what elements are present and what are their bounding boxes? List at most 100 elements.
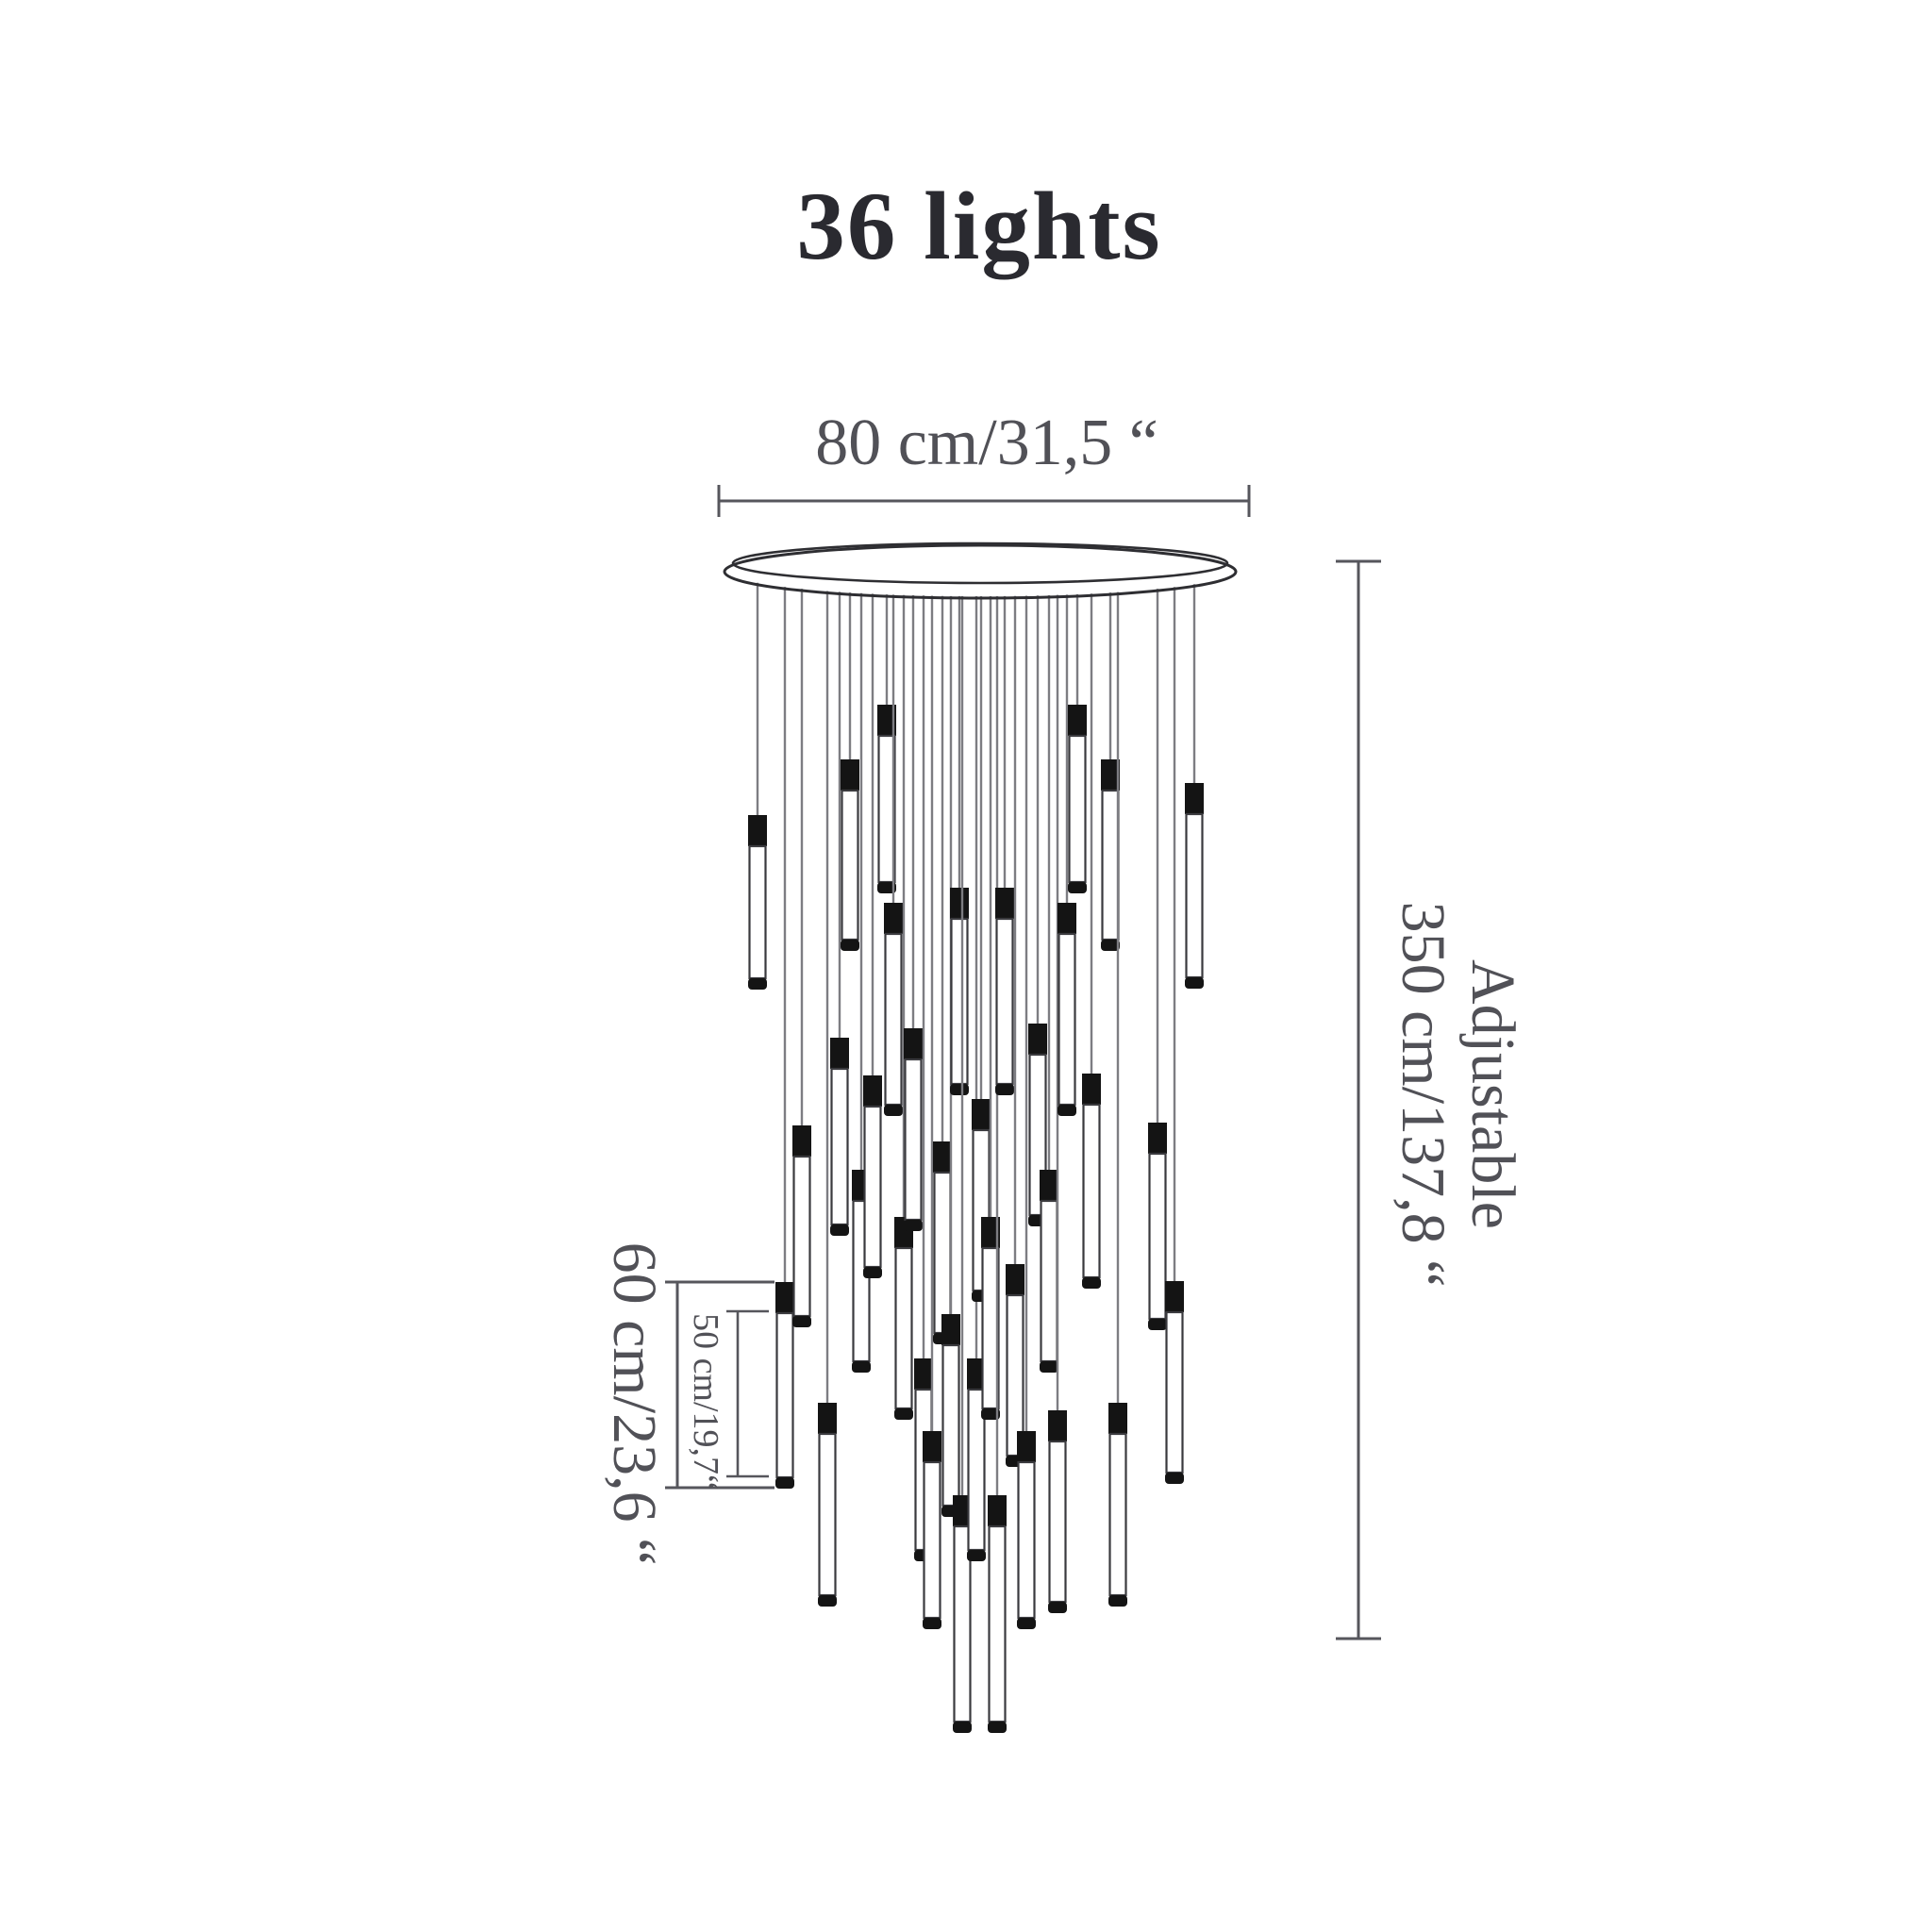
tube-tip-cap [950, 1084, 969, 1095]
tube-socket-cap [1148, 1123, 1167, 1154]
pendant [1040, 594, 1058, 1373]
pendant [953, 595, 972, 1733]
pendant [1017, 595, 1036, 1629]
tube-tip-cap [1040, 1361, 1058, 1373]
tube-socket-cap [981, 1217, 1000, 1248]
tube-socket-cap [967, 1358, 986, 1390]
tube-tip-cap [967, 1550, 986, 1561]
tube-tip-cap [884, 1105, 903, 1116]
pendant [877, 594, 896, 893]
tube-tip-cap [1082, 1277, 1101, 1289]
pendant [1006, 595, 1024, 1467]
pendant [830, 591, 849, 1236]
pendant [775, 587, 794, 1489]
tube-socket-cap [884, 903, 903, 934]
tube-tip-cap [792, 1316, 811, 1327]
tube-tip-cap [894, 1408, 913, 1420]
adjustable-height-label: Adjustable 350 cm/137,8 “ [1388, 902, 1527, 1288]
tube-socket-cap [950, 888, 969, 919]
tube-socket-cap [953, 1495, 972, 1526]
tube-tip-cap [863, 1267, 882, 1278]
tube-tip-cap [981, 1408, 1000, 1420]
tube-socket-cap [841, 759, 859, 791]
tube-tip-cap [1058, 1105, 1076, 1116]
tube-body [792, 1155, 811, 1318]
tube-socket-cap [748, 815, 767, 846]
tube-socket-cap [941, 1314, 960, 1345]
pendant [972, 595, 991, 1302]
pendant [1058, 594, 1076, 1116]
pendant [1101, 592, 1120, 951]
pendant [863, 593, 882, 1278]
pendant [923, 595, 941, 1629]
pendant-length-label: 60 cm/23,6 “ [600, 1241, 669, 1566]
tube-tip-cap [1185, 977, 1204, 989]
tube-tip-cap [953, 1722, 972, 1733]
tube-body [988, 1524, 1007, 1724]
tube-socket-cap [830, 1038, 849, 1069]
tube-socket-cap [1108, 1403, 1127, 1434]
tube-socket-cap [904, 1028, 923, 1059]
tube-body [1101, 789, 1120, 941]
tube-tip-cap [841, 940, 859, 951]
pendant [1028, 595, 1047, 1226]
tube-body [1148, 1152, 1167, 1321]
pendant [1082, 593, 1101, 1289]
tube-socket-cap [1040, 1170, 1058, 1201]
tube-body [1185, 812, 1204, 979]
pendant [995, 595, 1014, 1095]
adjustable-height-line1: Adjustable [1457, 959, 1527, 1229]
tube-body [830, 1067, 849, 1226]
tube-socket-cap [923, 1431, 941, 1462]
pendant [1068, 593, 1087, 893]
tube-body [884, 932, 903, 1107]
tube-body [904, 1058, 923, 1222]
pendant [792, 589, 811, 1327]
tube-tip-cap [852, 1361, 871, 1373]
tube-tip-cap [904, 1220, 923, 1231]
canopy-width-label: 80 cm/31,5 “ [815, 407, 1158, 479]
tube-tip-cap [1108, 1595, 1127, 1607]
tube-socket-cap [1165, 1281, 1184, 1312]
pendant [1048, 594, 1067, 1613]
tube-tip-cap [1048, 1602, 1067, 1613]
tube-tip-cap [1101, 940, 1120, 951]
tube-tip-cap [988, 1722, 1007, 1733]
tube-socket-cap [818, 1403, 837, 1434]
tube-socket-cap [775, 1282, 794, 1313]
tube-socket-cap [1058, 903, 1076, 934]
tube-tip-cap [818, 1595, 837, 1607]
tube-body [775, 1311, 794, 1479]
tube-body [933, 1171, 952, 1335]
pendant [933, 595, 952, 1344]
tube-body [1108, 1432, 1127, 1597]
pendant [1148, 589, 1167, 1330]
pendant [894, 594, 913, 1420]
pendant [884, 594, 903, 1116]
tube-body [841, 789, 859, 941]
tube-socket-cap [877, 705, 896, 736]
pendant [1108, 591, 1127, 1607]
adjustable-height-line2: 350 cm/137,8 “ [1389, 901, 1457, 1288]
pendant [748, 582, 767, 990]
tube-socket-cap [988, 1495, 1007, 1526]
tube-socket-cap [933, 1141, 952, 1173]
canopy-disk [723, 543, 1238, 600]
tube-body [863, 1105, 882, 1269]
tube-tip-cap [1017, 1618, 1036, 1629]
tube-socket-cap [972, 1099, 991, 1130]
tube-tip-cap [775, 1477, 794, 1489]
tube-tip-cap [923, 1618, 941, 1629]
tube-socket-cap [1017, 1431, 1036, 1462]
tube-body [1040, 1199, 1058, 1363]
tube-socket-cap [1185, 783, 1204, 814]
tube-tip-cap [1148, 1319, 1167, 1330]
tube-body [748, 844, 767, 980]
tube-socket-cap [1006, 1264, 1024, 1295]
tube-socket-cap [863, 1075, 882, 1107]
tube-socket-cap [1101, 759, 1120, 791]
tube-length-label: 50 cm/19,7“ [686, 1313, 725, 1491]
tube-tip-cap [1068, 882, 1087, 893]
